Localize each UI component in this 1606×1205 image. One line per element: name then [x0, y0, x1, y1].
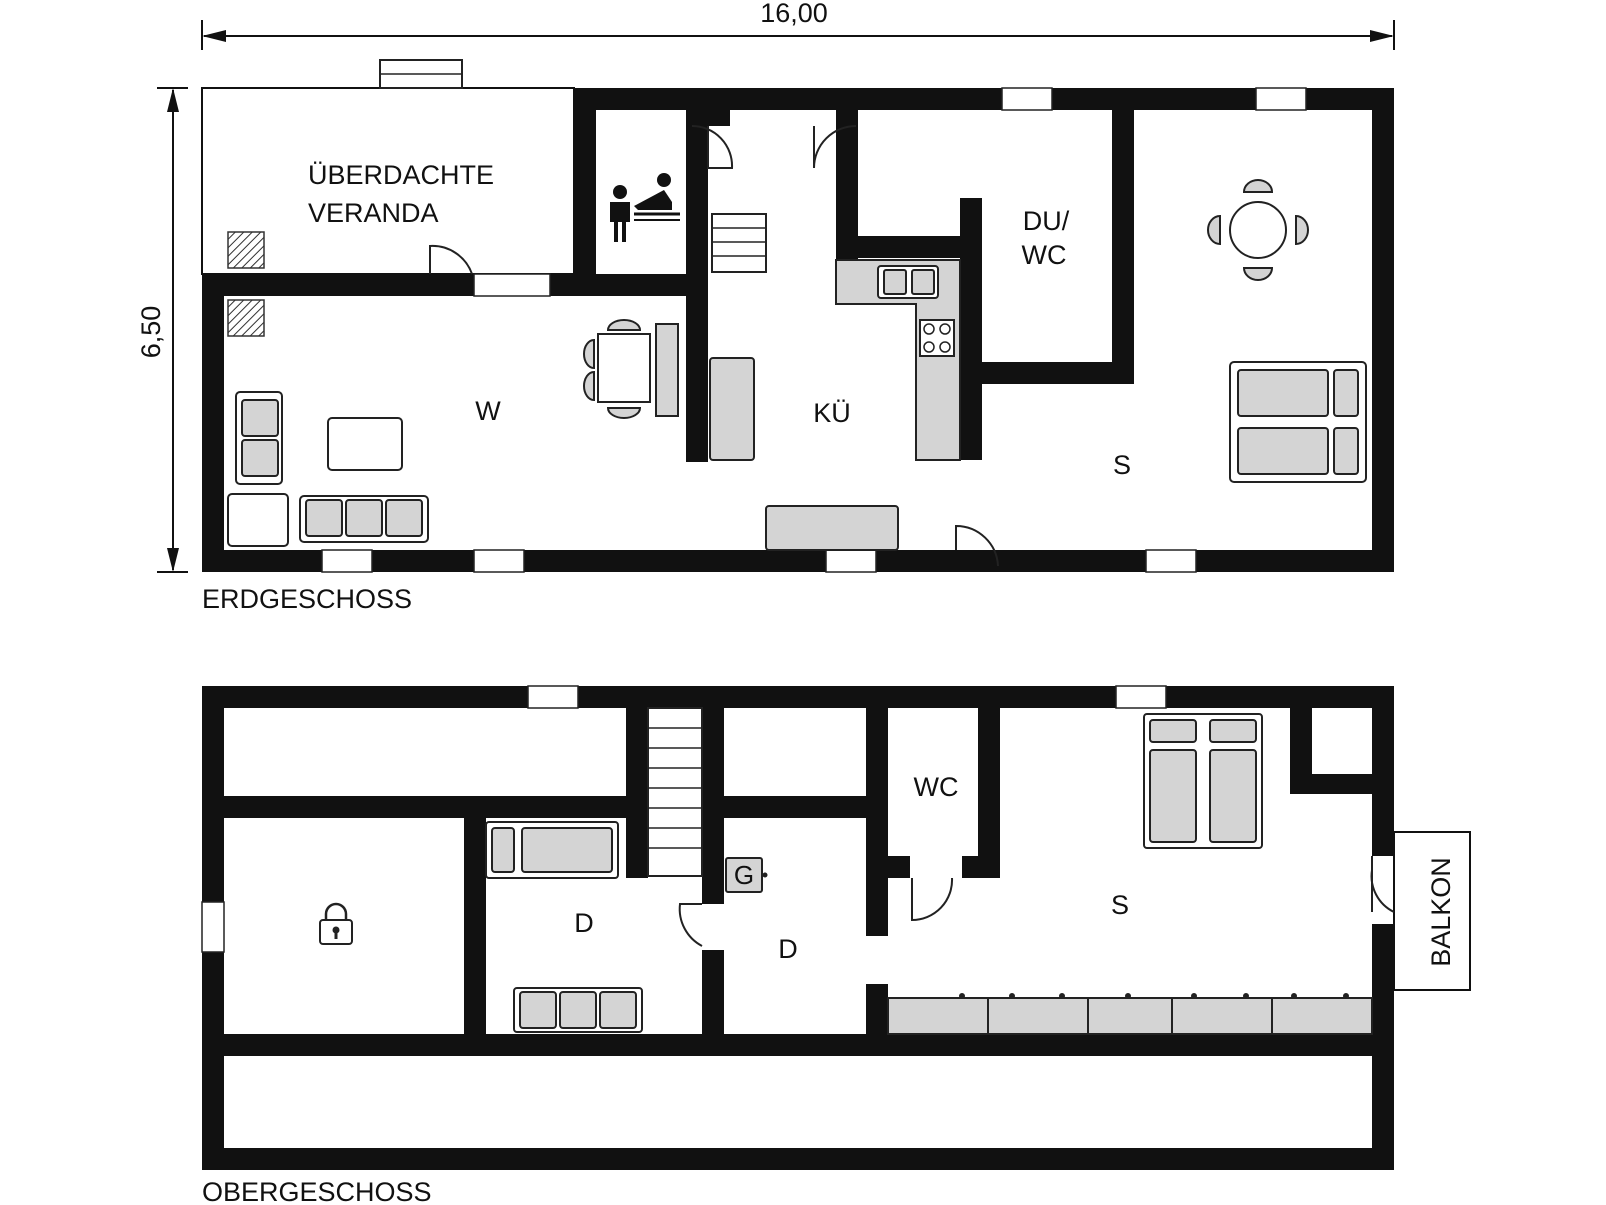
sauna-icon	[610, 173, 680, 242]
kitchen-counter-left	[709, 357, 755, 461]
room-label-kitchen: KÜ	[813, 398, 851, 428]
door-wc	[911, 877, 954, 922]
room-label-balcony: BALKON	[1426, 857, 1456, 967]
room-label-bath-2: WC	[1022, 240, 1067, 270]
height-label: 6,50	[136, 306, 166, 359]
room-label-living: W	[475, 396, 501, 426]
entrance-door	[955, 524, 999, 567]
room-label-d1: D	[574, 908, 594, 938]
floor-title-ground: ERDGESCHOSS	[202, 584, 412, 614]
room-label-bedroom-ground: S	[1113, 450, 1131, 480]
room-label-bedroom-upper: S	[1111, 890, 1129, 920]
wardrobe-row	[887, 993, 1373, 1035]
stove-living	[227, 299, 265, 337]
dimension-height: 6,50	[136, 87, 188, 573]
room-label-veranda-1: ÜBERDACHTE	[308, 160, 494, 190]
veranda-door	[429, 244, 473, 275]
bench	[655, 323, 679, 417]
door-room-d	[678, 903, 703, 947]
round-table	[1229, 201, 1287, 259]
kitchen-sideboard	[765, 505, 899, 551]
room-label-veranda-2: VERANDA	[308, 198, 439, 228]
stairs-upper	[647, 707, 703, 877]
kitchen-counter	[835, 259, 961, 461]
room-label-bath-1: DU/	[1023, 206, 1070, 236]
coffee-table	[327, 417, 403, 471]
room-label-wc: WC	[914, 772, 959, 802]
sauna-door	[691, 124, 734, 169]
dimension-width: 16,00	[201, 0, 1395, 50]
dining-table-living	[597, 333, 651, 403]
door-balcony	[1370, 856, 1395, 913]
stairs-ground	[711, 213, 767, 273]
gas-icon: G	[725, 857, 768, 893]
side-table	[227, 493, 289, 547]
gas-label: G	[734, 860, 754, 890]
room-label-d2: D	[778, 934, 798, 964]
ground-floor: ÜBERDACHTE VERANDA W KÜ DU/ WC S ERDGESC…	[201, 59, 1394, 614]
kitchen-door	[813, 125, 857, 169]
stove-veranda	[227, 231, 265, 269]
width-label: 16,00	[760, 0, 828, 28]
upper-floor: BALKON G	[201, 685, 1471, 1205]
lock-icon	[319, 902, 353, 945]
floor-title-upper: OBERGESCHOSS	[202, 1177, 432, 1205]
